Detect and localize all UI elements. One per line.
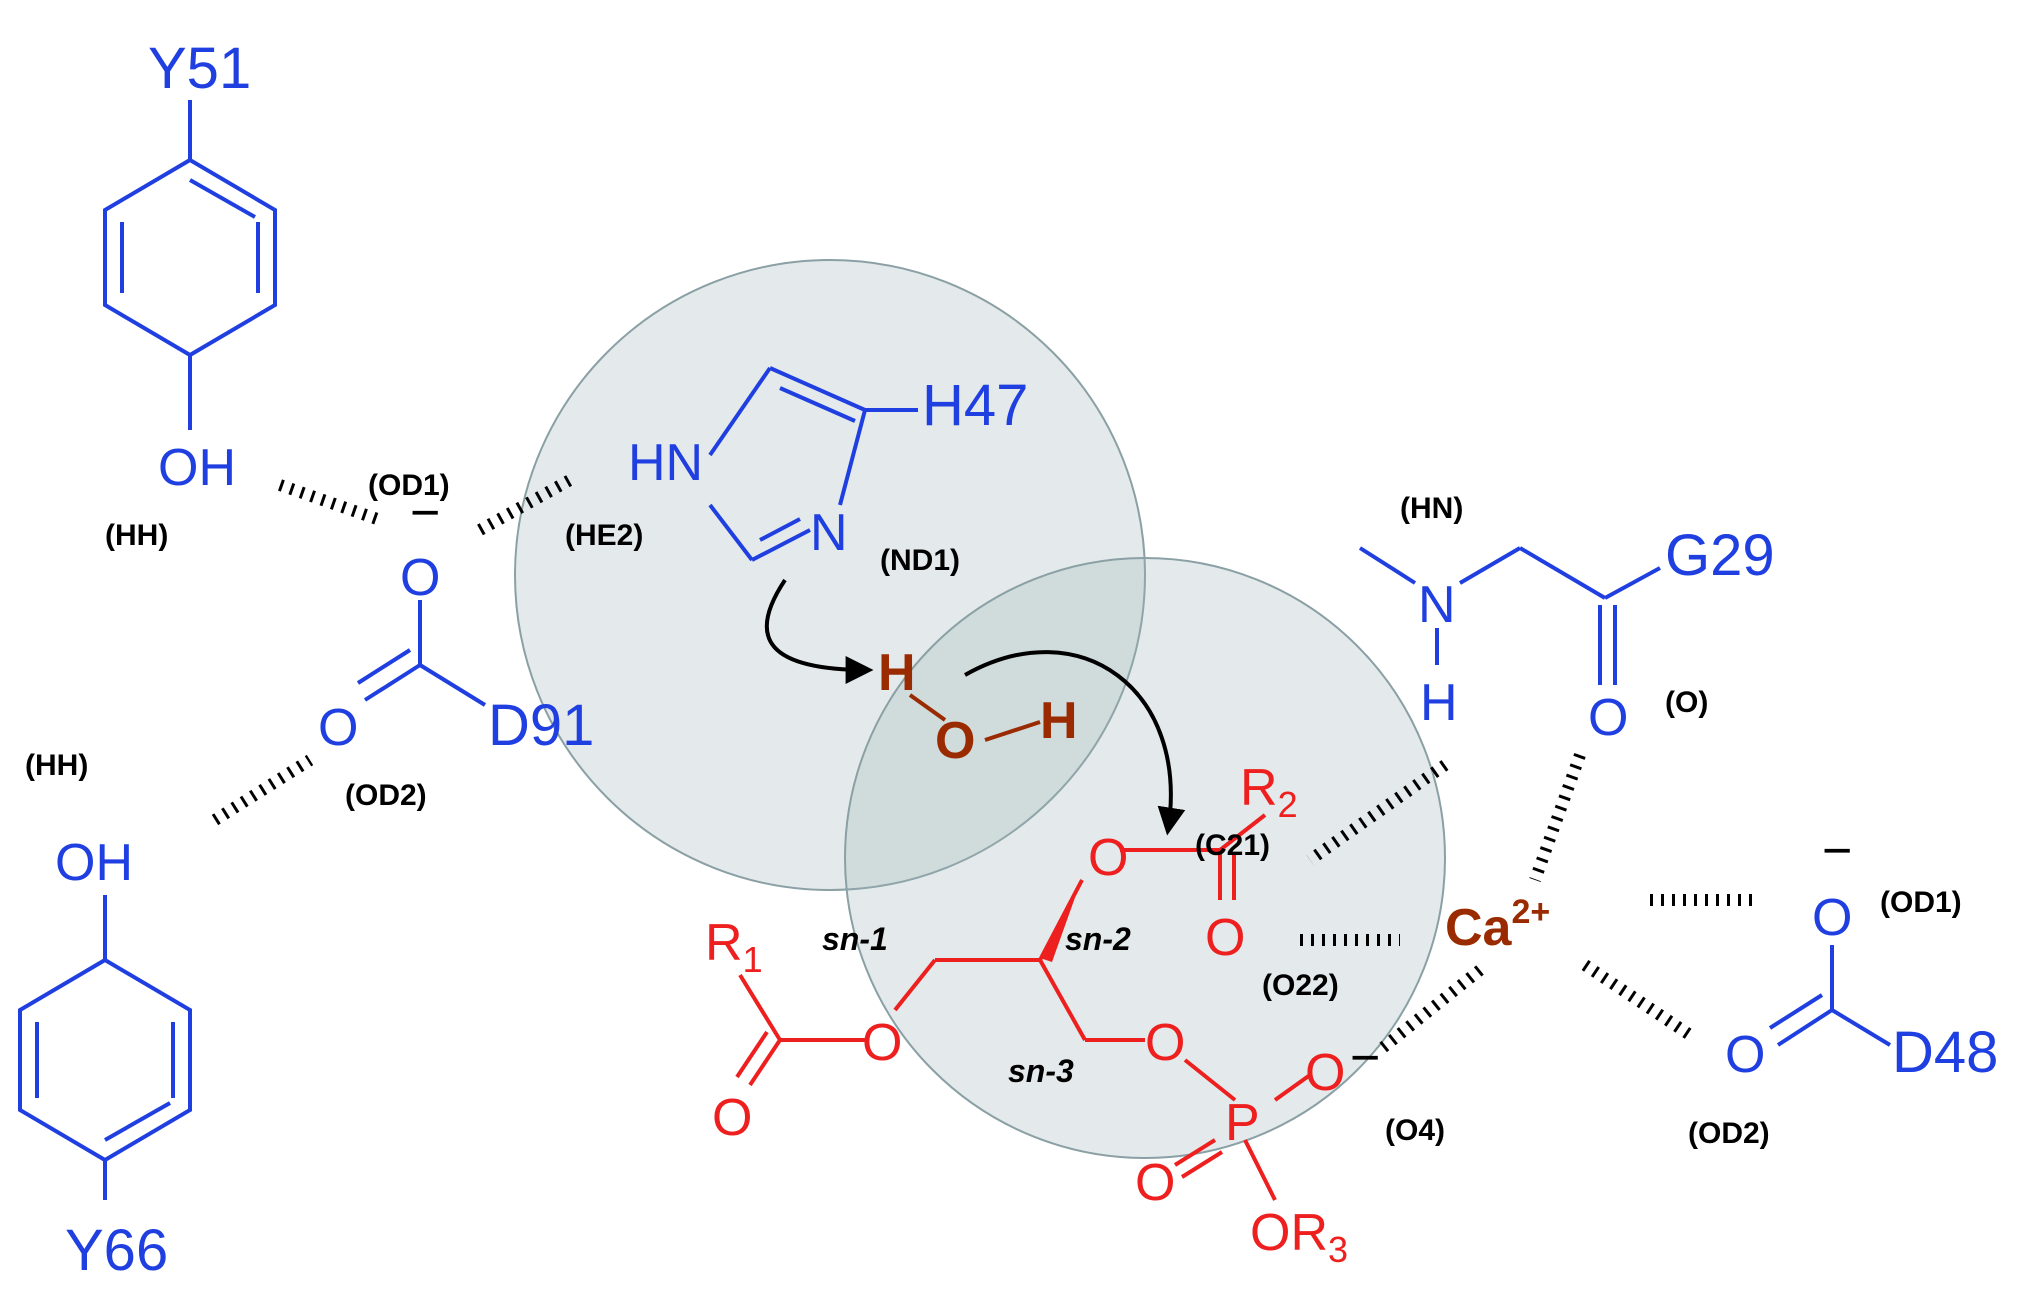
water-o: O [935,712,975,770]
h47-label: H47 [922,373,1028,438]
sn3-ester-o: O [1145,1014,1185,1072]
sn3-label: sn-3 [1008,1053,1074,1089]
r2-letter: R [1240,759,1278,817]
y51-oh: OH [158,439,236,497]
hydrogen-bonds [211,474,1760,1055]
h47-hn-atom: HN [628,434,703,492]
h47-ring [708,366,918,562]
phosphate-o4: O [1305,1044,1345,1102]
calcium-symbol: Ca [1445,899,1513,957]
g29-o-atom: O [1588,689,1628,747]
phosphorus: P [1225,1094,1260,1152]
h47-nd1-label: (ND1) [880,544,960,577]
y66-label: Y66 [65,1218,168,1283]
sn1-label: sn-1 [822,921,888,957]
d91-bonds [356,600,487,707]
sn2-label: sn-2 [1065,921,1131,957]
g29-n-atom: N [1418,576,1456,634]
d91-od2-label: (OD2) [345,779,427,812]
water-bond-2 [984,720,1041,742]
sn2-carbonyl-o: O [1205,909,1245,967]
sn2-ester-o: O [1088,829,1128,887]
h47-he2-label: (HE2) [565,519,643,552]
or3-letters: OR [1250,1204,1328,1262]
r2-group: R2 [1240,759,1298,825]
d48-bonds [1768,945,1892,1047]
g29-h-atom: H [1420,674,1458,732]
d91-od1-charge: − [410,484,440,542]
wedge-bond [1040,878,1082,962]
c21-label: (C21) [1195,829,1270,862]
y51-label: Y51 [148,36,251,101]
d91-label: D91 [488,693,594,758]
y66-oh: OH [55,834,133,892]
water-bond-1 [908,693,947,722]
water-h1: H [878,644,916,702]
d48-od1-charge: − [1822,822,1852,880]
d91-od1-atom: O [400,549,440,607]
g29-bonds [1358,546,1661,685]
r1-letter: R [705,914,743,972]
sn1-carbonyl-o: O [712,1089,752,1147]
g29-label: G29 [1665,523,1775,588]
r1-group: R1 [705,914,763,980]
or3-group: OR3 [1250,1204,1348,1270]
y66-ring [18,895,192,1200]
d48-od1-atom: O [1812,889,1852,947]
arrow-nd1-to-water [764,578,874,684]
h47-water-sphere [514,259,1146,891]
substrate-ca-sphere [844,557,1446,1159]
d48-label: D48 [1892,1020,1998,1085]
calcium-charge: 2+ [1511,893,1550,931]
phosphate-o4-charge: − [1350,1029,1380,1087]
d48-od2-atom: O [1725,1026,1765,1084]
sn1-ester-o: O [862,1014,902,1072]
o4-label: (O4) [1385,1114,1445,1147]
o22-label: (O22) [1262,969,1339,1002]
y51-ring [103,100,277,430]
or3-subscript: 3 [1328,1229,1348,1270]
h47-n-atom: N [810,504,848,562]
g29-hn-label: (HN) [1400,492,1463,525]
r2-subscript: 2 [1278,784,1298,825]
d48-od1-label: (OD1) [1880,886,1962,919]
arrow-water-to-c21 [964,650,1186,836]
water-h2: H [1040,692,1078,750]
d91-od2-atom: O [318,699,358,757]
g29-o-label: (O) [1665,686,1708,719]
d48-od2-label: (OD2) [1688,1117,1770,1150]
phosphate-double-o: O [1135,1154,1175,1212]
r1-subscript: 1 [743,939,763,980]
d91-od1-label: (OD1) [368,469,450,502]
substrate-bonds [735,813,1312,1201]
calcium-ion: Ca2+ [1445,893,1550,957]
y66-hh-label: (HH) [25,749,88,782]
y51-hh-label: (HH) [105,519,168,552]
